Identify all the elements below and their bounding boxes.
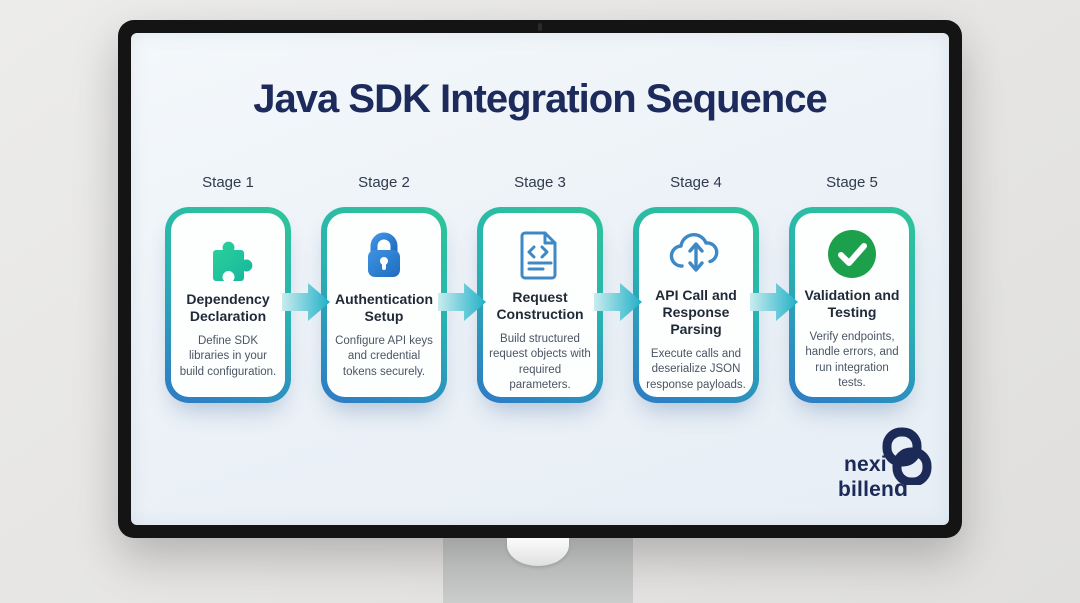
lock-icon (359, 228, 409, 284)
card-title: Request Construction (496, 289, 584, 323)
stage-card-1: Dependency Declaration Define SDK librar… (165, 207, 291, 403)
arrow-right-icon (750, 283, 798, 321)
stage-label-3: Stage 3 (514, 174, 566, 191)
brand-name-line1: nexi (844, 453, 887, 476)
brand-name-line2-bold: d (894, 475, 909, 501)
puzzle-piece-icon (202, 228, 254, 284)
stage-card-4: API Call and Response Parsing Execute ca… (633, 207, 759, 403)
code-document-icon (516, 228, 564, 282)
stage-label-5: Stage 5 (826, 174, 878, 191)
card-title: API Call and Response Parsing (655, 287, 737, 338)
monitor-frame: Java SDK Integration Sequence Stage 1 St… (118, 20, 962, 538)
check-circle-icon (826, 228, 878, 280)
stage-label-4: Stage 4 (670, 174, 722, 191)
card-description: Verify endpoints, handle errors, and run… (805, 331, 899, 389)
brand-name-line2-text: billen (838, 478, 895, 501)
stage-label-2: Stage 2 (358, 174, 410, 191)
card-description: Execute calls and deserialize JSON respo… (646, 348, 746, 391)
card-description: Build structured request objects with re… (489, 333, 591, 391)
monitor-stand (443, 538, 633, 603)
webcam-icon (538, 23, 542, 31)
card-title: Authentication Setup (335, 291, 433, 325)
arrow-right-icon (282, 283, 330, 321)
card-description: Define SDK libraries in your build confi… (179, 335, 277, 378)
card-title: Validation and Testing (804, 287, 900, 321)
stage-card-3: Request Construction Build structured re… (477, 207, 603, 403)
arrow-right-icon (438, 283, 486, 321)
cloud-sync-icon (667, 228, 725, 280)
page-title: Java SDK Integration Sequence (253, 77, 827, 121)
infinity-loop-icon (882, 427, 932, 485)
stand-hinge (507, 538, 569, 566)
stage-label-1: Stage 1 (202, 174, 254, 191)
stage-card-5: Validation and Testing Verify endpoints,… (789, 207, 915, 403)
brand-logo: nexi billend (836, 427, 948, 519)
arrow-right-icon (594, 283, 642, 321)
card-title: Dependency Declaration (186, 291, 270, 325)
card-description: Configure API keys and credential tokens… (335, 335, 433, 378)
monitor-screen: Java SDK Integration Sequence Stage 1 St… (131, 33, 949, 525)
brand-name-line2: billend (838, 475, 908, 502)
stage-card-2: Authentication Setup Configure API keys … (321, 207, 447, 403)
